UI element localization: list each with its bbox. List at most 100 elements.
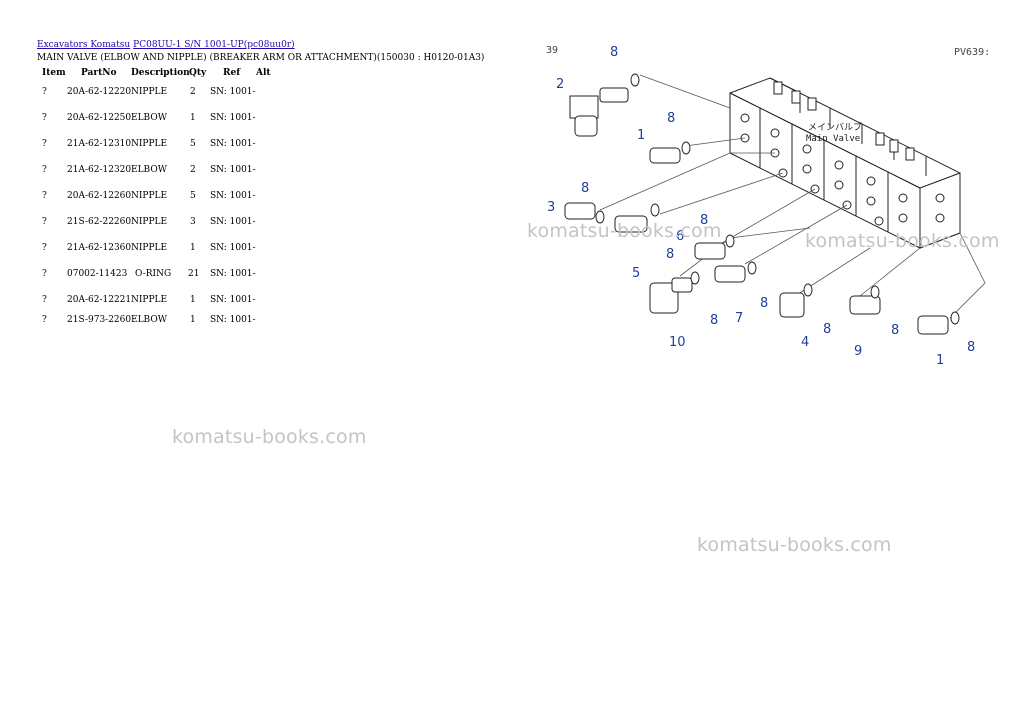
callout-label: 2 xyxy=(556,77,564,92)
cell-qty: 1 xyxy=(190,113,196,123)
cell-ref: SN: 1001- xyxy=(210,217,256,227)
cell-ref: SN: 1001- xyxy=(210,165,256,175)
callout-label: 8 xyxy=(700,213,708,228)
cell-ref: SN: 1001- xyxy=(210,243,256,253)
table-row: ? 20A-62-12250 ELBOW 1 SN: 1001- xyxy=(0,113,300,125)
table-row: ? 20A-62-12220 NIPPLE 2 SN: 1001- xyxy=(0,87,300,99)
header-ref: Ref xyxy=(223,68,241,78)
cell-partno: 20A-62-12260 xyxy=(67,191,132,201)
cell-description: ELBOW xyxy=(131,315,167,325)
header-partno: PartNo xyxy=(81,68,117,78)
cell-description: ELBOW xyxy=(131,113,167,123)
diagram-ref-right: PV639: xyxy=(954,47,990,58)
header-alt: Alt xyxy=(256,68,271,78)
cell-ref: SN: 1001- xyxy=(210,295,256,305)
callout-label: 1 xyxy=(936,353,944,368)
cell-description: NIPPLE xyxy=(131,191,168,201)
callout-label: 8 xyxy=(823,322,831,337)
cell-ref: SN: 1001- xyxy=(210,87,256,97)
table-row: ? 07002-11423 O-RING 21 SN: 1001- xyxy=(0,269,300,281)
table-row: ? 21A-62-12360 NIPPLE 1 SN: 1001- xyxy=(0,243,300,255)
cell-ref: SN: 1001- xyxy=(210,269,256,279)
cell-partno: 20A-62-12250 xyxy=(67,113,132,123)
cell-qty: 2 xyxy=(190,165,196,175)
cell-item: ? xyxy=(42,295,47,305)
cell-item: ? xyxy=(42,113,47,123)
cell-item: ? xyxy=(42,87,47,97)
cell-description: O-RING xyxy=(135,269,172,279)
table-row: ? 21A-62-12320 ELBOW 2 SN: 1001- xyxy=(0,165,300,177)
cell-partno: 07002-11423 xyxy=(67,269,128,279)
cell-qty: 2 xyxy=(190,87,196,97)
cell-partno: 21S-62-22260 xyxy=(67,217,132,227)
cell-ref: SN: 1001- xyxy=(210,191,256,201)
table-row: ? 21S-973-2260 ELBOW 1 SN: 1001- xyxy=(0,315,300,327)
diagram-ref-left: 39 xyxy=(546,45,558,56)
cell-description: NIPPLE xyxy=(131,139,168,149)
callout-label: 8 xyxy=(667,111,675,126)
cell-description: NIPPLE xyxy=(131,217,168,227)
header-qty: Qty xyxy=(189,68,207,78)
valve-ports xyxy=(740,113,945,226)
callout-label: 6 xyxy=(676,229,684,244)
cell-ref: SN: 1001- xyxy=(210,113,256,123)
cell-qty: 3 xyxy=(190,217,196,227)
table-row: ? 21A-62-12310 NIPPLE 5 SN: 1001- xyxy=(0,139,300,151)
parts-diagram: 39 PV639: メインバルブ Main Valve xyxy=(546,45,990,368)
callout-numbers: 8 2 8 1 8 3 6 8 8 5 8 7 8 8 8 9 10 4 1 8 xyxy=(547,45,975,368)
callout-label: 4 xyxy=(801,335,809,350)
breadcrumb-link-model[interactable]: PC08UU-1 S/N 1001-UP(pc08uu0r) xyxy=(133,40,295,50)
callout-label: 8 xyxy=(581,181,589,196)
cell-qty: 1 xyxy=(190,315,196,325)
cell-item: ? xyxy=(42,139,47,149)
watermark: komatsu-books.com xyxy=(527,220,722,242)
header-description: Description xyxy=(131,68,190,78)
cell-qty: 21 xyxy=(188,269,200,279)
cell-description: NIPPLE xyxy=(131,87,168,97)
cell-qty: 5 xyxy=(190,191,196,201)
main-valve-body xyxy=(729,77,961,249)
watermark: komatsu-books.com xyxy=(805,230,1000,252)
table-row: ? 20A-62-12221 NIPPLE 1 SN: 1001- xyxy=(0,295,300,307)
cell-qty: 5 xyxy=(190,139,196,149)
page-title: MAIN VALVE (ELBOW AND NIPPLE) (BREAKER A… xyxy=(37,53,485,63)
cell-partno: 20A-62-12221 xyxy=(67,295,132,305)
callout-label: 8 xyxy=(666,247,674,262)
valve-terminals xyxy=(773,81,915,161)
cell-partno: 21A-62-12310 xyxy=(67,139,132,149)
cell-ref: SN: 1001- xyxy=(210,315,256,325)
table-row: ? 21S-62-22260 NIPPLE 3 SN: 1001- xyxy=(0,217,300,229)
callout-label: 5 xyxy=(632,266,640,281)
callout-label: 1 xyxy=(637,128,645,143)
cell-qty: 1 xyxy=(190,243,196,253)
cell-item: ? xyxy=(42,217,47,227)
watermark: komatsu-books.com xyxy=(697,534,892,556)
cell-item: ? xyxy=(42,315,47,325)
cell-partno: 21A-62-12320 xyxy=(67,165,132,175)
cell-partno: 20A-62-12220 xyxy=(67,87,132,97)
callout-label: 3 xyxy=(547,200,555,215)
callout-label: 7 xyxy=(735,311,743,326)
table-row: ? 20A-62-12260 NIPPLE 5 SN: 1001- xyxy=(0,191,300,203)
cell-partno: 21S-973-2260 xyxy=(67,315,132,325)
cell-partno: 21A-62-12360 xyxy=(67,243,132,253)
callout-label: 9 xyxy=(854,344,862,359)
breadcrumb-link-excavators[interactable]: Excavators Komatsu xyxy=(37,40,131,50)
callout-label: 8 xyxy=(967,340,975,355)
cell-description: NIPPLE xyxy=(131,295,168,305)
cell-description: ELBOW xyxy=(131,165,167,175)
header-item: Item xyxy=(42,68,66,78)
main-valve-label-jp: メインバルブ xyxy=(808,121,862,133)
callout-label: 8 xyxy=(891,323,899,338)
watermark: komatsu-books.com xyxy=(172,426,367,448)
main-valve-label-en: Main Valve xyxy=(806,134,860,144)
cell-description: NIPPLE xyxy=(131,243,168,253)
cell-item: ? xyxy=(42,269,47,279)
callout-label: 8 xyxy=(760,296,768,311)
callout-label: 8 xyxy=(610,45,618,60)
cell-item: ? xyxy=(42,243,47,253)
cell-qty: 1 xyxy=(190,295,196,305)
cell-item: ? xyxy=(42,165,47,175)
cell-item: ? xyxy=(42,191,47,201)
